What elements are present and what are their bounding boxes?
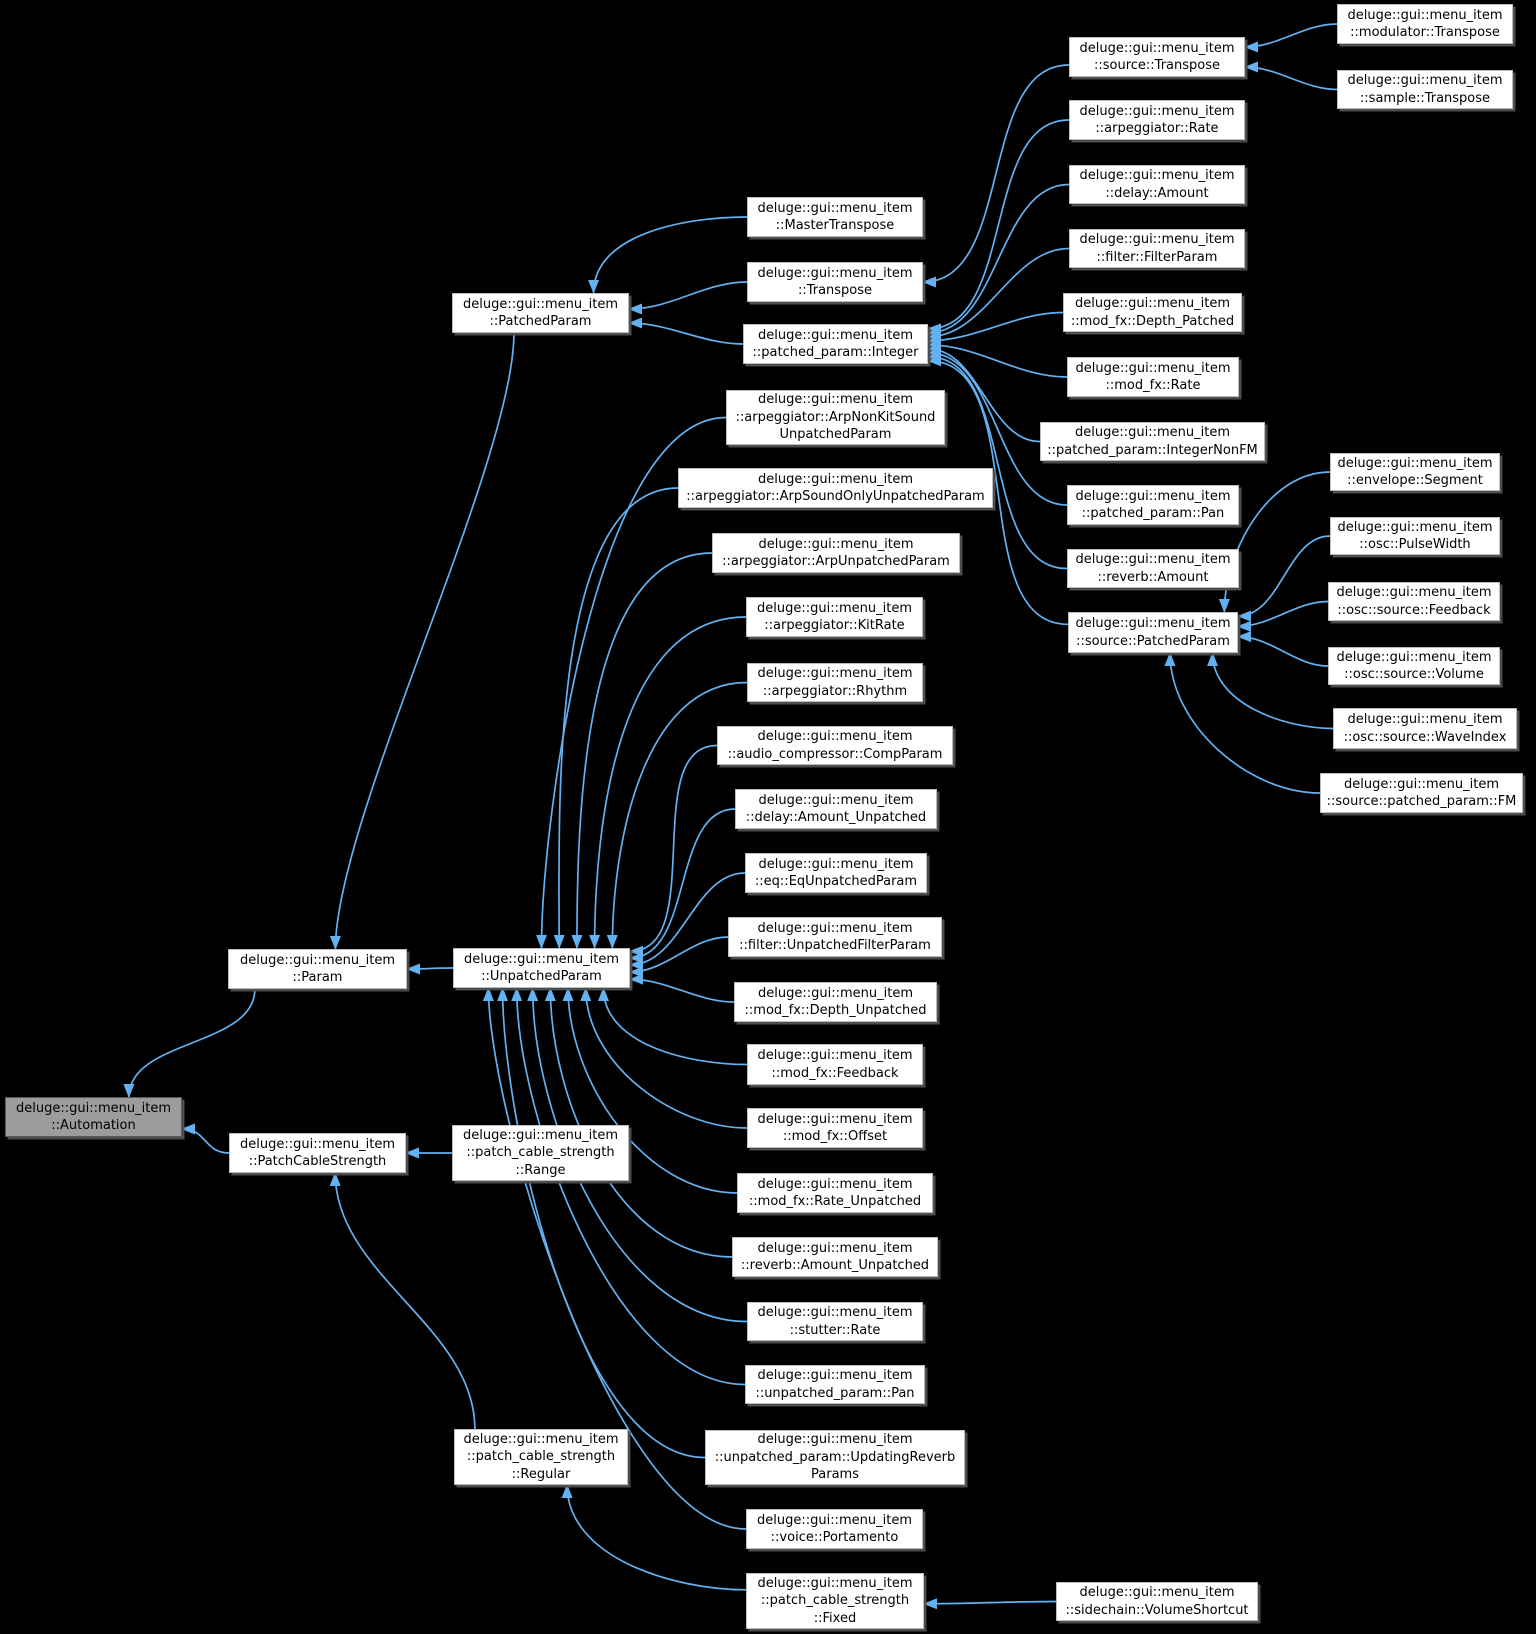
class-node-delay-amount[interactable]: deluge::gui::menu_item ::delay::Amount	[1069, 165, 1245, 204]
inheritance-edge-up-pan-to-unpatched-param	[511, 987, 746, 1386]
class-node-sample-transpose[interactable]: deluge::gui::menu_item ::sample::Transpo…	[1337, 70, 1513, 109]
class-node-pcs-regular[interactable]: deluge::gui::menu_item ::patch_cable_str…	[454, 1429, 628, 1485]
inheritance-edge-modfx-depth-unpatched-to-unpatched-param	[629, 973, 735, 1003]
class-node-modfx-feedback[interactable]: deluge::gui::menu_item ::mod_fx::Feedbac…	[747, 1044, 923, 1085]
class-node-comp-param[interactable]: deluge::gui::menu_item ::audio_compresso…	[717, 726, 953, 765]
class-node-osc-pulsewidth[interactable]: deluge::gui::menu_item ::osc::PulseWidth	[1330, 517, 1500, 555]
class-node-delay-amount-unpatched[interactable]: deluge::gui::menu_item ::delay::Amount_U…	[735, 789, 937, 829]
inheritance-edge-envelope-segment-to-source-patchedparam	[1218, 471, 1331, 613]
class-node-arp-unpatched[interactable]: deluge::gui::menu_item ::arpeggiator::Ar…	[712, 533, 960, 573]
inheritance-edge-master-transpose-to-patched-param	[588, 216, 748, 294]
inheritance-edge-eq-unpatched-to-unpatched-param	[629, 872, 746, 971]
inheritance-edge-reverb-amount-to-pp-integer	[927, 351, 1068, 570]
class-node-filter-unpatched[interactable]: deluge::gui::menu_item ::filter::Unpatch…	[728, 917, 942, 957]
class-node-source-patchedparam[interactable]: deluge::gui::menu_item ::source::Patched…	[1068, 612, 1238, 653]
class-node-modfx-offset[interactable]: deluge::gui::menu_item ::mod_fx::Offset	[747, 1108, 923, 1148]
inheritance-edge-delay-amount-to-pp-integer	[927, 183, 1070, 339]
inheritance-edge-voice-portamento-to-unpatched-param	[482, 987, 747, 1530]
inheritance-edge-osc-source-waveindex-to-source-patchedparam	[1207, 652, 1334, 730]
inheritance-edge-arp-unpatched-to-unpatched-param	[571, 552, 713, 949]
class-node-master-transpose[interactable]: deluge::gui::menu_item ::MasterTranspose	[747, 197, 923, 237]
inheritance-edge-osc-pulsewidth-to-source-patchedparam	[1237, 535, 1331, 622]
class-node-envelope-segment[interactable]: deluge::gui::menu_item ::envelope::Segme…	[1330, 453, 1500, 491]
inheritance-edge-pp-integer-to-patched-param	[628, 317, 744, 345]
inheritance-edge-arp-soundonly-to-unpatched-param	[553, 487, 679, 949]
inheritance-edge-unpatched-param-to-param	[406, 963, 454, 975]
inheritance-edge-modfx-rate-to-pp-integer	[927, 339, 1068, 378]
class-node-transpose[interactable]: deluge::gui::menu_item ::Transpose	[747, 262, 923, 302]
class-node-source-transpose[interactable]: deluge::gui::menu_item ::source::Transpo…	[1069, 37, 1245, 77]
inheritance-edge-patch-cable-strength-to-automation	[181, 1123, 230, 1154]
class-node-source-pp-fm[interactable]: deluge::gui::menu_item ::source::patched…	[1320, 773, 1523, 813]
class-node-pp-integer[interactable]: deluge::gui::menu_item ::patched_param::…	[743, 324, 928, 364]
class-node-reverb-amount[interactable]: deluge::gui::menu_item ::reverb::Amount	[1067, 549, 1239, 588]
class-node-arp-rhythm[interactable]: deluge::gui::menu_item ::arpeggiator::Rh…	[747, 663, 923, 702]
class-node-filter-filterparam[interactable]: deluge::gui::menu_item ::filter::FilterP…	[1069, 229, 1245, 268]
inheritance-edge-pp-pan-to-pp-integer	[927, 347, 1068, 506]
inheritance-edge-modfx-feedback-to-unpatched-param	[597, 987, 748, 1066]
inheritance-edge-filter-unpatched-to-unpatched-param	[629, 936, 729, 978]
class-node-arp-rate[interactable]: deluge::gui::menu_item ::arpeggiator::Ra…	[1069, 100, 1245, 140]
inheritance-edge-pp-integernonfm-to-pp-integer	[927, 343, 1041, 443]
class-node-osc-source-volume[interactable]: deluge::gui::menu_item ::osc::source::Vo…	[1328, 647, 1500, 685]
inheritance-edge-arp-rate-to-pp-integer	[927, 119, 1070, 335]
class-node-arp-nonkit[interactable]: deluge::gui::menu_item ::arpeggiator::Ar…	[726, 390, 945, 445]
inheritance-edge-modfx-offset-to-unpatched-param	[580, 987, 748, 1129]
inheritance-edge-pcs-fixed-to-pcs-regular	[561, 1484, 747, 1591]
inheritance-edge-comp-param-to-unpatched-param	[629, 744, 718, 957]
class-node-up-pan[interactable]: deluge::gui::menu_item ::unpatched_param…	[745, 1365, 925, 1404]
class-node-sidechain-volumeshortcut[interactable]: deluge::gui::menu_item ::sidechain::Volu…	[1056, 1582, 1258, 1621]
inheritance-edge-arp-kitrate-to-unpatched-param	[589, 616, 747, 949]
inheritance-edge-delay-amount-unpatched-to-unpatched-param	[629, 808, 736, 964]
inheritance-edge-param-to-automation	[123, 988, 256, 1098]
class-node-unpatched-param[interactable]: deluge::gui::menu_item ::UnpatchedParam	[453, 948, 630, 988]
class-node-reverb-amount-unpatched[interactable]: deluge::gui::menu_item ::reverb::Amount_…	[732, 1237, 938, 1277]
inheritance-edge-source-transpose-to-transpose	[922, 64, 1070, 288]
inheritance-edge-sidechain-volumeshortcut-to-pcs-fixed	[923, 1598, 1057, 1610]
class-node-patch-cable-strength[interactable]: deluge::gui::menu_item ::PatchCableStren…	[229, 1133, 406, 1173]
inheritance-edge-osc-source-volume-to-source-patchedparam	[1237, 631, 1329, 667]
inheritance-edge-transpose-to-patched-param	[628, 281, 748, 315]
class-node-up-updating-reverb[interactable]: deluge::gui::menu_item ::unpatched_param…	[705, 1430, 965, 1485]
inheritance-edge-patched-param-to-param	[329, 332, 515, 950]
inheritance-edge-arp-rhythm-to-unpatched-param	[606, 681, 748, 949]
class-node-arp-kitrate[interactable]: deluge::gui::menu_item ::arpeggiator::Ki…	[746, 597, 923, 637]
class-node-modulator-transpose[interactable]: deluge::gui::menu_item ::modulator::Tran…	[1337, 4, 1513, 44]
class-node-param[interactable]: deluge::gui::menu_item ::Param	[228, 949, 407, 989]
class-node-pcs-range[interactable]: deluge::gui::menu_item ::patch_cable_str…	[452, 1125, 629, 1181]
inheritance-edge-source-patchedparam-to-pp-integer	[927, 355, 1069, 626]
class-node-modfx-depth-patched[interactable]: deluge::gui::menu_item ::mod_fx::Depth_P…	[1063, 293, 1242, 332]
inheritance-edge-source-pp-fm-to-source-patchedparam	[1164, 652, 1321, 794]
class-node-modfx-depth-unpatched[interactable]: deluge::gui::menu_item ::mod_fx::Depth_U…	[734, 982, 937, 1022]
class-node-pp-pan[interactable]: deluge::gui::menu_item ::patched_param::…	[1067, 485, 1239, 525]
class-node-arp-soundonly[interactable]: deluge::gui::menu_item ::arpeggiator::Ar…	[678, 468, 993, 508]
class-node-patched-param[interactable]: deluge::gui::menu_item ::PatchedParam	[452, 293, 629, 333]
class-node-osc-source-feedback[interactable]: deluge::gui::menu_item ::osc::source::Fe…	[1328, 582, 1500, 621]
inheritance-edge-osc-source-feedback-to-source-patchedparam	[1237, 600, 1329, 632]
inheritance-edge-filter-filterparam-to-pp-integer	[927, 247, 1070, 343]
class-node-eq-unpatched[interactable]: deluge::gui::menu_item ::eq::EqUnpatched…	[745, 853, 927, 893]
inheritance-edge-modfx-depth-patched-to-pp-integer	[927, 311, 1064, 347]
class-node-osc-source-waveindex[interactable]: deluge::gui::menu_item ::osc::source::Wa…	[1333, 708, 1517, 749]
inheritance-edge-modulator-transpose-to-source-transpose	[1244, 23, 1338, 53]
class-node-pp-integernonfm[interactable]: deluge::gui::menu_item ::patched_param::…	[1040, 422, 1265, 461]
inheritance-edge-arp-nonkit-to-unpatched-param	[536, 416, 727, 949]
inheritance-edge-stutter-rate-to-unpatched-param	[527, 987, 748, 1323]
class-node-modfx-rate[interactable]: deluge::gui::menu_item ::mod_fx::Rate	[1067, 357, 1239, 397]
inheritance-edge-sample-transpose-to-source-transpose	[1244, 61, 1338, 91]
class-node-automation[interactable]: deluge::gui::menu_item ::Automation	[5, 1097, 182, 1137]
class-node-modfx-rate-unpatched[interactable]: deluge::gui::menu_item ::mod_fx::Rate_Un…	[737, 1173, 933, 1213]
class-node-pcs-fixed[interactable]: deluge::gui::menu_item ::patch_cable_str…	[746, 1573, 924, 1629]
class-node-voice-portamento[interactable]: deluge::gui::menu_item ::voice::Portamen…	[746, 1509, 923, 1549]
class-node-stutter-rate[interactable]: deluge::gui::menu_item ::stutter::Rate	[747, 1302, 923, 1341]
inheritance-edge-pcs-regular-to-patch-cable-strength	[329, 1172, 476, 1430]
